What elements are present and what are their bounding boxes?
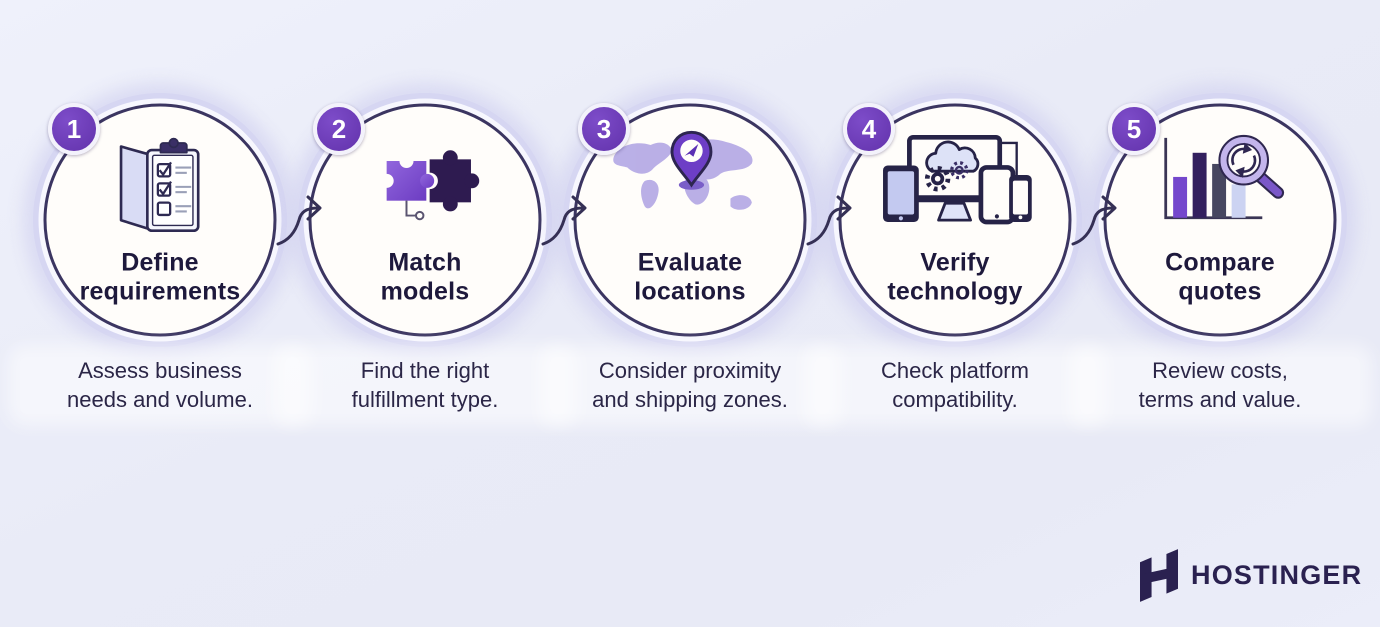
step-5-desc-line1: Review costs, <box>1152 358 1288 383</box>
step-2-circle: 2 <box>298 93 552 347</box>
world-map-location-pin-icon <box>612 130 753 210</box>
step-5-title: Compare quotes <box>1165 249 1275 307</box>
step-2-title-line1: Match <box>388 248 462 277</box>
step-3-desc-line1: Consider proximity <box>598 358 782 383</box>
hostinger-h-logo-icon <box>1140 548 1178 602</box>
step-1-card: Define requirements <box>43 103 277 337</box>
step-5-title-line2: quotes <box>1178 277 1262 306</box>
step-2-title: Match models <box>381 249 470 307</box>
step-1-desc-line1: Assess business <box>78 358 242 383</box>
step-4-title-line1: Verify <box>920 248 990 277</box>
step-3-description: Consider proximity and shipping zones. <box>550 357 830 415</box>
step-2-description: Find the right fulfillment type. <box>285 357 565 415</box>
clipboard-checklist-icon <box>119 137 200 233</box>
arrow-icon <box>541 195 587 246</box>
step-5-number-badge: 5 <box>1108 103 1160 155</box>
step-4-number-badge: 4 <box>843 103 895 155</box>
step-3-desc-line2: and shipping zones. <box>592 386 788 412</box>
step-5-title-line1: Compare <box>1165 248 1275 277</box>
devices-cloud-gears-icon <box>882 134 1032 225</box>
step-5-circle: 5 <box>1093 93 1347 347</box>
step-2-iconbox <box>363 121 487 245</box>
step-4-description: Check platform compatibility. <box>815 357 1095 415</box>
step-1-description: Assess business needs and volume. <box>20 357 300 415</box>
step-3-number-badge: 3 <box>578 103 630 155</box>
step-5-desc-line2: terms and value. <box>1138 386 1302 412</box>
step-1-desc-line2: needs and volume. <box>67 386 253 412</box>
step-3-circle: 3 Evaluate <box>563 93 817 347</box>
step-4-desc-line2: compatibility. <box>892 386 1018 412</box>
arrow-icon <box>806 195 852 246</box>
brand-logo: HOSTINGER <box>1140 547 1362 603</box>
step-1-title-line2: requirements <box>79 277 241 306</box>
step-2-number-badge: 2 <box>313 103 365 155</box>
step-2-desc-line1: Find the right <box>360 358 490 383</box>
bar-chart-magnifier-icon <box>1163 134 1284 220</box>
step-5-iconbox <box>1150 121 1290 245</box>
step-4-desc-line1: Check platform <box>881 358 1029 383</box>
step-2-desc-line2: fulfillment type. <box>351 386 499 412</box>
step-3-iconbox <box>604 121 776 245</box>
step-5-description: Review costs, terms and value. <box>1080 357 1360 415</box>
step-4-title: Verify technology <box>887 249 1022 307</box>
step-3-title-line1: Evaluate <box>637 248 743 277</box>
step-3-title-line2: locations <box>634 277 746 306</box>
arrow-icon <box>1071 195 1117 246</box>
step-1-title-line1: Define <box>121 248 199 277</box>
arrow-icon <box>276 195 322 246</box>
step-4-iconbox <box>875 121 1035 245</box>
step-1-title: Define requirements <box>80 249 241 307</box>
step-4-circle: 4 <box>828 93 1082 347</box>
step-1-iconbox <box>103 121 217 245</box>
step-2-title-line2: models <box>380 277 470 306</box>
step-3-title: Evaluate locations <box>634 249 746 307</box>
step-2-card: Match models <box>308 103 542 337</box>
step-1-circle: 1 <box>33 93 287 347</box>
brand-wordmark: HOSTINGER <box>1191 559 1363 590</box>
puzzle-pieces-icon <box>379 150 479 221</box>
step-4-title-line2: technology <box>887 277 1023 306</box>
step-1-number-badge: 1 <box>48 103 100 155</box>
